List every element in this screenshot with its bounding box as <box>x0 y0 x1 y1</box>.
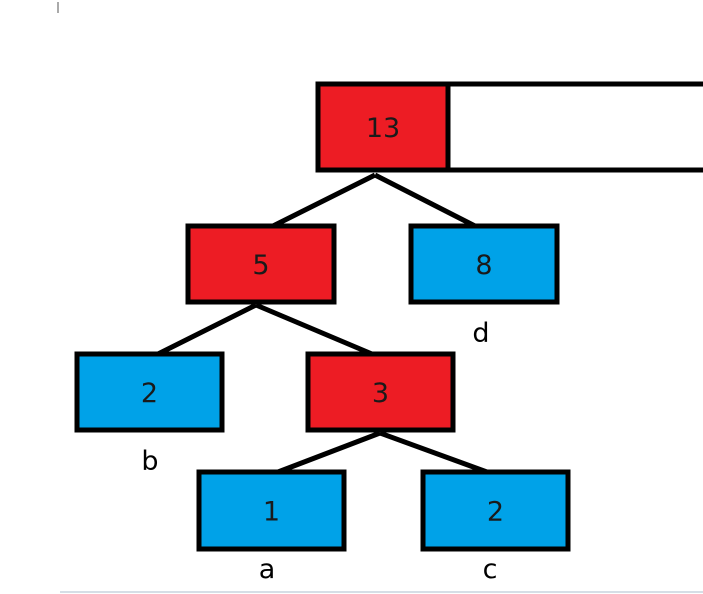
node-value-n5: 5 <box>252 250 269 281</box>
node-box-n8 <box>408 223 560 305</box>
node-value-n3: 3 <box>372 378 389 409</box>
node-box-n3 <box>305 351 456 433</box>
tree-node-n2b: 2 <box>74 351 225 433</box>
leaf-label-n2c: c <box>483 554 498 585</box>
node-box-n2c <box>420 469 571 552</box>
tree-edge-n3-n1 <box>277 430 381 475</box>
leaf-label-n2b: b <box>141 446 158 477</box>
leaf-label-n1: a <box>259 554 276 585</box>
node-value-root: 13 <box>366 113 400 144</box>
tree-edge-n5-n2b <box>156 302 258 357</box>
node-value-n8: 8 <box>475 250 492 281</box>
node-value-n2b: 2 <box>141 378 158 409</box>
node-box-n2b <box>74 351 225 433</box>
tree-node-n2c: 2 <box>420 469 571 552</box>
tree-node-n8: 8 <box>408 223 560 305</box>
node-box-n1 <box>196 469 347 552</box>
tree-edge-n3-n2c <box>379 430 488 475</box>
tree-edge-root-n5 <box>271 172 377 229</box>
tree-node-n5: 5 <box>185 223 337 305</box>
node-box-root <box>315 81 451 173</box>
tree-edge-root-n8 <box>373 172 477 229</box>
tree-node-n1: 1 <box>196 469 347 552</box>
tree-node-root: 13 <box>315 81 451 173</box>
node-value-n1: 1 <box>263 497 280 528</box>
leaf-label-n8: d <box>472 318 489 349</box>
root-extension-bar <box>443 81 703 173</box>
tree-node-n3: 3 <box>305 351 456 433</box>
node-value-n2c: 2 <box>487 497 504 528</box>
tree-edge-n5-n3 <box>255 302 373 357</box>
node-box-n5 <box>185 223 337 305</box>
